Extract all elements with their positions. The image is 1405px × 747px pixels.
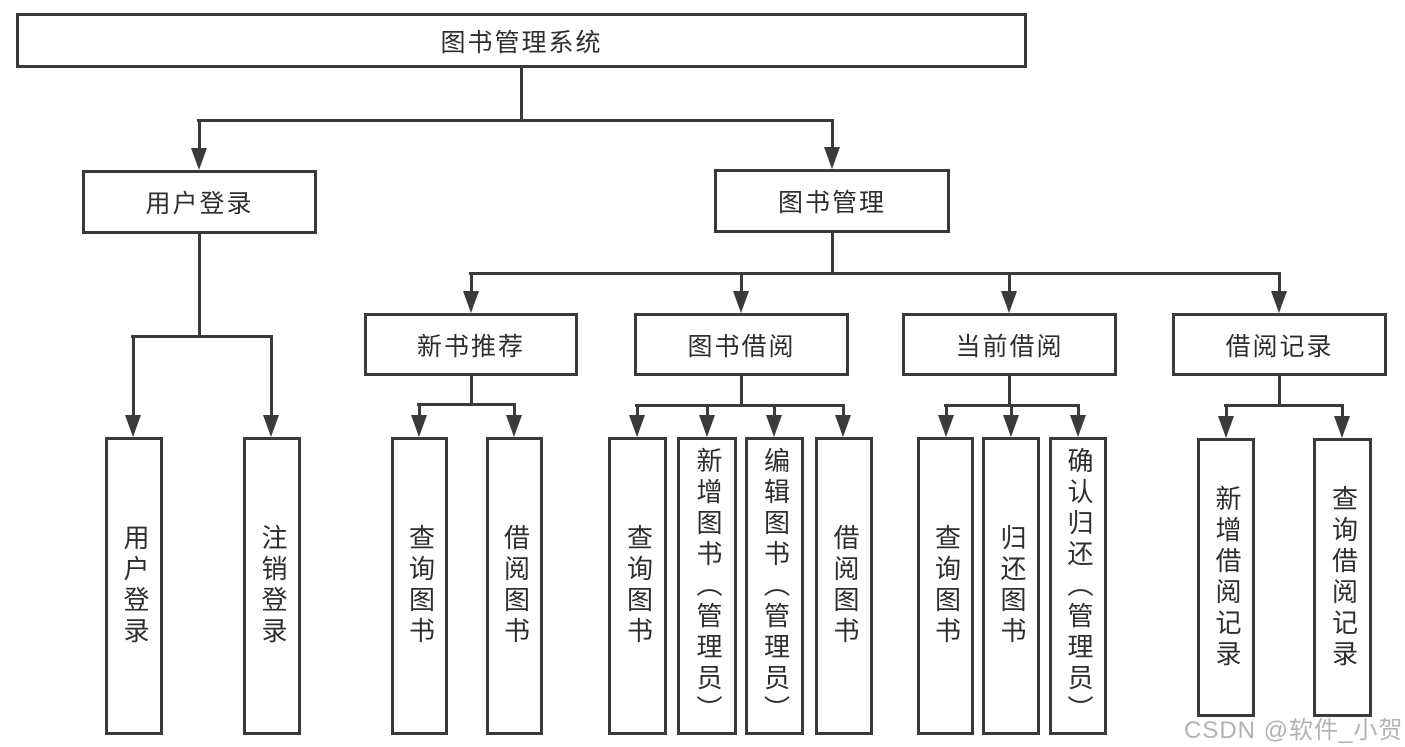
node-label: 新书推荐	[416, 332, 525, 361]
connector-line	[830, 120, 834, 150]
connector-line	[417, 404, 421, 416]
connector-line	[841, 405, 845, 416]
connector-line	[635, 405, 639, 416]
node-logout: 注销登录	[243, 437, 301, 735]
connector-line	[197, 118, 834, 122]
arrowhead-down-icon	[263, 415, 279, 437]
node-label: 新增借阅记录	[1211, 484, 1242, 671]
node-add-borrow-record: 新增借阅记录	[1197, 438, 1255, 717]
node-query-book-borrowing: 查询图书	[608, 437, 667, 735]
node-return-book: 归还图书	[982, 437, 1040, 735]
node-label: 归还图书	[996, 524, 1027, 648]
connector-line	[512, 404, 516, 416]
node-label: 确认归还（管理员）	[1063, 446, 1094, 726]
arrowhead-down-icon	[125, 415, 141, 437]
node-new-book-recommend: 新书推荐	[364, 313, 578, 376]
node-library-system: 图书管理系统	[16, 13, 1027, 68]
node-label: 用户登录	[119, 524, 150, 648]
node-label: 查询图书	[931, 524, 962, 648]
arrowhead-down-icon	[766, 415, 782, 437]
node-label: 借阅图书	[500, 524, 531, 648]
connector-line	[1277, 376, 1281, 407]
node-book-borrowing: 图书借阅	[634, 313, 849, 376]
arrowhead-down-icon	[411, 415, 427, 437]
connector-line	[944, 405, 948, 416]
arrowhead-down-icon	[1003, 415, 1019, 437]
connector-line	[197, 120, 201, 150]
node-label: 新增图书（管理员）	[692, 446, 723, 726]
node-borrow-book: 借阅图书	[815, 437, 873, 735]
arrowhead-down-icon	[824, 147, 840, 169]
connector-line	[1277, 273, 1281, 292]
connector-line	[131, 336, 135, 416]
connector-line	[1076, 405, 1080, 416]
connector-line	[739, 376, 743, 407]
node-label: 图书借阅	[687, 332, 796, 361]
connector-line	[469, 271, 1281, 275]
connector-line	[131, 334, 273, 338]
arrowhead-down-icon	[1334, 416, 1350, 438]
node-query-book-recommend: 查询图书	[391, 437, 448, 735]
node-label: 注销登录	[257, 524, 288, 648]
arrowhead-down-icon	[506, 415, 522, 437]
watermark: CSDN @软件_小贺同学	[1184, 717, 1405, 744]
arrowhead-down-icon	[699, 415, 715, 437]
connector-line	[417, 402, 516, 406]
node-confirm-return-admin: 确认归还（管理员）	[1049, 437, 1107, 735]
node-label: 借阅图书	[829, 524, 860, 648]
node-current-borrowing: 当前借阅	[902, 313, 1117, 376]
arrowhead-down-icon	[1001, 291, 1017, 313]
node-book-management: 图书管理	[714, 169, 950, 233]
connector-line	[1340, 405, 1344, 417]
connector-line	[469, 273, 473, 292]
connector-line	[772, 405, 776, 416]
node-label: 当前借阅	[955, 332, 1064, 361]
node-label: 查询图书	[405, 524, 436, 648]
connector-line	[469, 376, 473, 406]
arrowhead-down-icon	[733, 291, 749, 313]
arrowhead-down-icon	[191, 148, 207, 170]
node-edit-book-admin: 编辑图书（管理员）	[745, 437, 804, 735]
node-query-borrow-record: 查询借阅记录	[1313, 438, 1372, 717]
arrowhead-down-icon	[463, 291, 479, 313]
node-user-login: 用户登录	[82, 170, 317, 234]
connector-line	[739, 273, 743, 292]
node-add-book-admin: 新增图书（管理员）	[677, 437, 737, 735]
connector-line	[1007, 376, 1011, 407]
node-label: 查询图书	[623, 524, 654, 648]
connector-line	[1224, 403, 1344, 407]
connector-line	[197, 234, 201, 337]
node-label: 图书管理	[777, 189, 886, 217]
node-label: 借阅记录	[1225, 332, 1334, 361]
node-borrowing-records: 借阅记录	[1172, 313, 1387, 376]
connector-line	[830, 233, 834, 274]
connector-line	[1007, 273, 1011, 292]
node-query-book-current: 查询图书	[917, 437, 974, 735]
node-user-login-leaf: 用户登录	[105, 437, 163, 735]
arrowhead-down-icon	[1271, 291, 1287, 313]
arrowhead-down-icon	[835, 415, 851, 437]
arrowhead-down-icon	[1218, 416, 1234, 438]
node-label: 查询借阅记录	[1328, 484, 1359, 671]
arrowhead-down-icon	[938, 415, 954, 437]
arrowhead-down-icon	[1070, 415, 1086, 437]
connector-line	[1224, 405, 1228, 417]
node-label: 编辑图书（管理员）	[760, 446, 791, 726]
connector-line	[519, 68, 523, 122]
arrowhead-down-icon	[629, 415, 645, 437]
connector-line	[1009, 405, 1013, 416]
node-label: 用户登录	[145, 190, 254, 218]
connector-line	[635, 403, 845, 407]
node-borrow-book-recommend: 借阅图书	[486, 437, 543, 735]
connector-line	[705, 405, 709, 416]
connector-line	[269, 336, 273, 416]
node-label: 图书管理系统	[440, 28, 603, 57]
